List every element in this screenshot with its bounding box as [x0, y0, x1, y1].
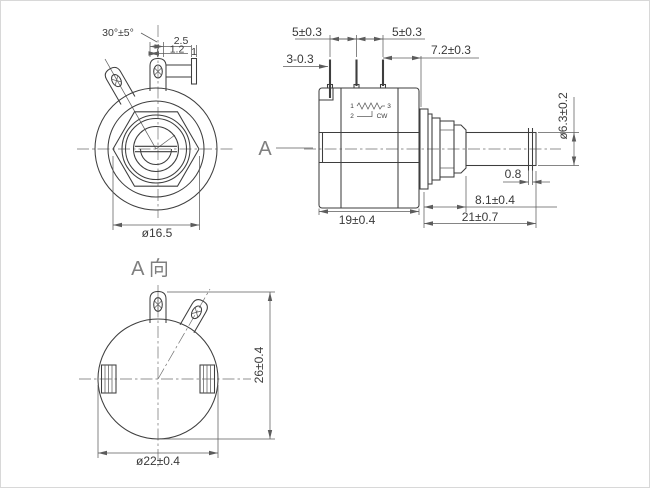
front-view: 30°±5° 2.5 1.2 1 ø16.5 [77, 25, 235, 240]
shaft-diameter-label: ø6.3±0.2 [556, 92, 570, 140]
resistor-zigzag [356, 102, 385, 110]
overall-height-label: 26±0.4 [252, 346, 266, 383]
pin-standoff-label: 3-0.3 [286, 52, 314, 66]
front-top-lug-tab [190, 57, 198, 85]
front-angle-leader [140, 32, 158, 43]
bushing-stack [419, 108, 467, 190]
front-angled-lug [104, 66, 136, 105]
bottom-angled-lug [179, 299, 208, 334]
body-length-label: 19±0.4 [339, 213, 376, 227]
front-bushing-circle [107, 100, 205, 198]
bottom-body-outline [97, 318, 219, 440]
a-view-label: A 向 [131, 257, 169, 280]
side-body-notch [319, 88, 334, 101]
bottom-lug-axis [157, 288, 211, 380]
front-angle-label: 30°±5° [102, 27, 134, 39]
schematic-marking: 1 3 2 CW [350, 102, 391, 120]
side-body-outline [318, 87, 420, 209]
pin-to-face-label: 7.2±0.3 [431, 43, 471, 57]
schematic-cw-label: CW [377, 113, 389, 120]
front-bushing-inner-circle [124, 117, 188, 181]
front-wiper-line [155, 134, 176, 150]
front-body-outline [94, 87, 218, 211]
bottom-right-tab [199, 364, 216, 394]
shaft [465, 131, 537, 167]
front-shaft-circle [132, 125, 180, 173]
slot-width-label: 0.8 [505, 167, 522, 181]
schematic-pin1-label: 1 [350, 103, 354, 110]
front-hex-diameter-label: ø16.5 [142, 226, 173, 240]
front-lug-offset-label: 1.2 [170, 44, 185, 56]
bottom-top-lug [149, 290, 167, 323]
front-tab-width-label: 1 [191, 46, 197, 58]
front-hex-nut [112, 111, 200, 187]
front-washer-circle [121, 114, 191, 184]
body-diameter-label: ø22±0.4 [136, 454, 180, 468]
threaded-bushing [453, 124, 467, 174]
schematic-pin2-label: 2 [350, 113, 354, 120]
bushing-length-label: 8.1±0.4 [475, 193, 515, 207]
front-slot-arc [139, 148, 173, 165]
side-view: A 5±0.3 5±0.3 7.2±0.3 3-0.3 [258, 25, 579, 228]
pin-pitch-1-label: 5±0.3 [292, 25, 322, 39]
wiper-symbol [357, 111, 373, 117]
bottom-left-tab [100, 364, 117, 394]
view-direction-label-a: A [258, 138, 272, 160]
schematic-pin3-label: 3 [387, 103, 391, 110]
pin-pitch-2-label: 5±0.3 [392, 25, 422, 39]
front-lug-width-label: 2.5 [174, 35, 189, 47]
shaft-length-label: 21±0.7 [462, 210, 499, 224]
bottom-view: A 向 [79, 257, 275, 469]
front-lug-axis-line [104, 58, 157, 150]
front-top-lug [149, 57, 167, 91]
